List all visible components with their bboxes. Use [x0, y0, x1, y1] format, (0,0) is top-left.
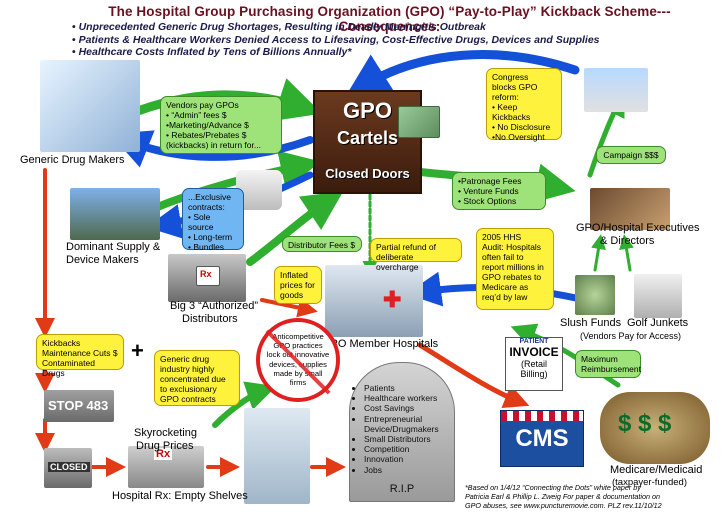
footnote: *Based on 1/4/12 “Connecting the Dots” w…	[465, 483, 662, 510]
arrow-slush-funds	[591, 234, 606, 272]
medicare-label-1: Medicare/Medicaid	[610, 464, 703, 476]
stop-sign-photo: STOP 483	[44, 390, 114, 422]
big3-label-1: Big 3 “Authorized”	[170, 300, 259, 312]
generic-drug-makers-label: Generic Drug Makers	[20, 154, 125, 166]
hospital-photo: ✚	[325, 265, 423, 337]
vendors-pay-box: Vendors pay GPOs• “Admin” fees $•Marketi…	[160, 96, 282, 154]
executives-label-1: GPO/Hospital Executives	[576, 222, 700, 234]
arrow-makers-to-gpo	[115, 78, 323, 123]
drug-makers-photo	[40, 60, 140, 152]
big3-label-2: Distributors	[182, 313, 238, 325]
tombstone-list: PatientsHealthcare workersCost SavingsEn…	[352, 383, 454, 475]
member-hospitals-label: GPO Member Hospitals	[322, 338, 439, 350]
rx-label: Rx	[154, 448, 173, 460]
cartels-text: Cartels	[336, 128, 399, 148]
slush-funds-photo	[575, 275, 615, 315]
arrow-skyrocketing-up	[212, 381, 277, 428]
executives-label-2: & Directors	[600, 235, 655, 247]
invoice-title: INVOICE	[509, 345, 559, 359]
cms-logo: CMS	[500, 410, 584, 467]
consequence-list: Unprecedented Generic Drug Shortages, Re…	[72, 21, 712, 59]
rip-text: R.I.P	[389, 483, 415, 495]
dollar-icon: $ $ $	[618, 410, 672, 437]
stop-483-text: STOP 483	[48, 398, 109, 413]
cms-text: CMS	[515, 425, 569, 452]
invoice-retail: (Retail	[520, 359, 547, 369]
golf-junkets-label: Golf Junkets	[627, 317, 689, 329]
empty-shelves-photo: Rx	[128, 446, 204, 488]
money-bags-photo: $ $ $	[600, 392, 710, 464]
hospital-rx-label: Hospital Rx: Empty Shelves	[112, 490, 248, 502]
plus-icon: +	[131, 338, 144, 363]
gpo-text: GPO	[343, 98, 392, 123]
arrow-gpo-to-makers	[110, 130, 314, 168]
arrow-distributors-to-hospital	[260, 297, 318, 318]
distributor-fees-box: Distributor Fees $	[282, 236, 362, 252]
closed-sign-photo: CLOSED	[44, 448, 92, 488]
money-photo	[398, 106, 440, 138]
closed-doors-text: Closed Doors	[325, 166, 410, 181]
red-cross-icon: ✚	[383, 287, 402, 312]
boardroom-photo	[590, 188, 670, 230]
consequence-item: Patients & Healthcare Workers Denied Acc…	[72, 34, 712, 47]
patient-invoice: PATIENT INVOICE (Retail Billing)	[505, 337, 563, 391]
rx-box-label: Rx	[200, 269, 212, 279]
arrow-congress-blocks	[344, 50, 580, 98]
medicare-label-2: (taxpayer-funded)	[612, 477, 687, 488]
arrow-supply-to-gpo	[146, 150, 321, 214]
closed-text: CLOSED	[48, 462, 90, 472]
consequence-item: Unprecedented Generic Drug Shortages, Re…	[72, 21, 712, 34]
campaign-box: Campaign $$$	[596, 146, 666, 164]
patient-photo	[244, 408, 310, 504]
dominant-supply-label-2: Device Makers	[66, 254, 139, 266]
arrow-golf-junkets	[619, 234, 634, 272]
tombstone: PatientsHealthcare workersCost SavingsEn…	[349, 362, 455, 502]
consequence-item: Healthcare Costs Inflated by Tens of Bil…	[72, 46, 712, 59]
factory-photo	[70, 188, 160, 240]
flag-stripes	[501, 411, 583, 421]
patronage-box: •Patronage Fees• Venture Funds• Stock Op…	[452, 172, 546, 210]
golf-photo	[634, 274, 682, 318]
skyrocketing-label-1: Skyrocketing	[134, 427, 197, 439]
arrow-hospital-to-cms	[417, 342, 530, 409]
slush-funds-label: Slush Funds	[560, 317, 622, 329]
vendors-pay-access-label: (Vendors Pay for Access)	[580, 331, 682, 341]
invoice-billing: Billing)	[520, 369, 548, 379]
invoice-patient: PATIENT	[519, 338, 549, 345]
dominant-supply-label-1: Dominant Supply &	[66, 241, 161, 253]
rx-box: Rx	[196, 266, 220, 286]
capitol-photo	[584, 68, 648, 112]
skyrocketing-label-2: Drug Prices	[136, 440, 194, 452]
arrow-distributors-to-gpo	[246, 191, 344, 266]
